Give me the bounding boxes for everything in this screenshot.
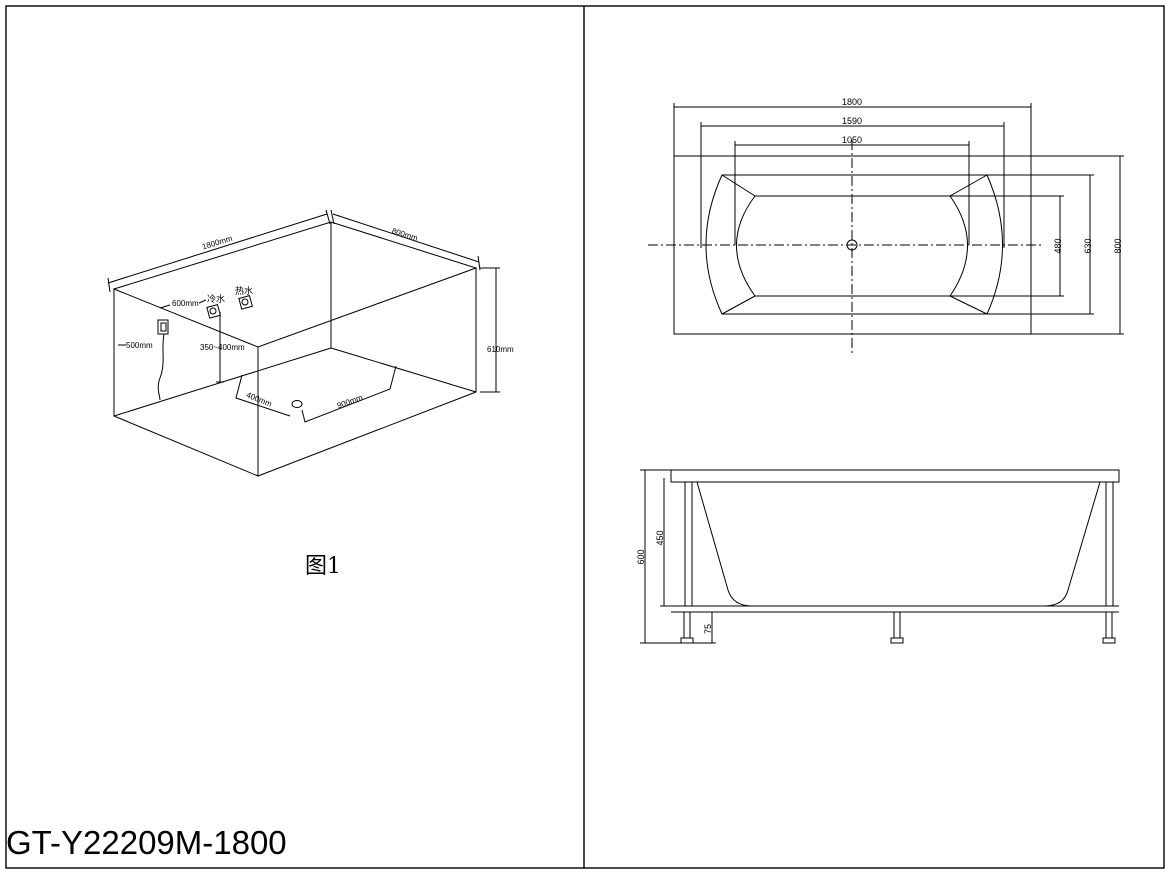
iso-valve-offset-label: 600mm [172, 299, 199, 308]
iso-view: 1800mm 800mm 610mm 500mm 600mm 冷水 热水 350… [107, 209, 514, 477]
top-bottom-width: 480 [1053, 238, 1063, 253]
hot-water-label: 热水 [235, 285, 253, 297]
cold-water-inlet-icon [206, 304, 221, 319]
side-view: 600 450 75 [636, 469, 1120, 644]
top-inner-width: 630 [1083, 238, 1093, 253]
iso-drain-length-label: 900mm [336, 393, 364, 411]
top-overall-length: 1800 [842, 97, 862, 107]
figure-caption: 图1 [305, 554, 341, 579]
side-leg-right [1105, 611, 1113, 639]
top-bottom-length: 1050 [842, 135, 862, 145]
model-code: GT-Y22209M-1800 [6, 824, 287, 861]
side-leg-left [683, 611, 691, 639]
side-leg-height: 75 [703, 624, 713, 634]
iso-side-offset-label: 500mm [126, 341, 153, 350]
top-overall-width: 800 [1113, 238, 1123, 253]
cold-water-label: 冷水 [207, 293, 225, 305]
hot-water-inlet-icon [238, 295, 253, 310]
iso-right-edge [257, 268, 477, 477]
side-rim [670, 469, 1120, 483]
top-view: 1800 1590 1050 480 630 800 [648, 97, 1124, 356]
side-total-height: 600 [636, 549, 646, 564]
iso-width-label: 800mm [391, 226, 419, 243]
side-leg-middle [893, 611, 901, 639]
iso-height-label: 610mm [487, 345, 514, 354]
iso-valve-height-label: 350~400mm [200, 343, 245, 352]
top-inner-length: 1590 [842, 116, 862, 126]
side-tub-body [696, 481, 1101, 607]
iso-floor-right [330, 347, 477, 393]
sheet-border [5, 5, 1165, 869]
side-tub-depth: 450 [655, 530, 665, 545]
drain-icon [291, 400, 303, 408]
mixer-valve-icon [157, 319, 169, 335]
iso-left-edge [113, 289, 259, 477]
